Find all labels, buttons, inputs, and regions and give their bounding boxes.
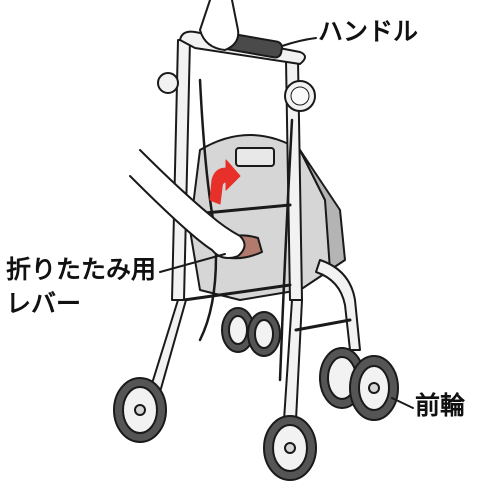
rear-inner-wheels <box>221 307 281 357</box>
right-height-dial-inner <box>290 86 310 106</box>
right-rear-leg <box>283 299 303 421</box>
leader-handle <box>281 37 317 47</box>
cross-bar-lower <box>182 283 292 302</box>
front-leg-frame <box>315 259 361 351</box>
seat-pocket <box>235 147 275 167</box>
handle-label: ハンドル <box>318 18 419 46</box>
folding-lever-label-line1: 折りたたみ用 <box>6 256 157 284</box>
lift-arrow <box>209 159 241 205</box>
center-rear-wheel <box>263 415 317 481</box>
leader-wheel <box>391 397 414 409</box>
left-rear-leg <box>149 299 187 393</box>
left-rear-wheel <box>113 377 167 443</box>
seat-side-panel <box>299 149 346 271</box>
front-wheels <box>319 347 399 421</box>
upper-hand <box>199 0 240 51</box>
lower-arm <box>129 149 246 259</box>
front-wheel-label: 前輪 <box>415 392 466 420</box>
leader-lever <box>159 253 226 273</box>
folding-lever-label-line2: レバー <box>6 290 82 318</box>
brake-cable-right <box>278 118 294 382</box>
left-height-dial <box>157 72 179 94</box>
front-brace <box>294 318 352 332</box>
